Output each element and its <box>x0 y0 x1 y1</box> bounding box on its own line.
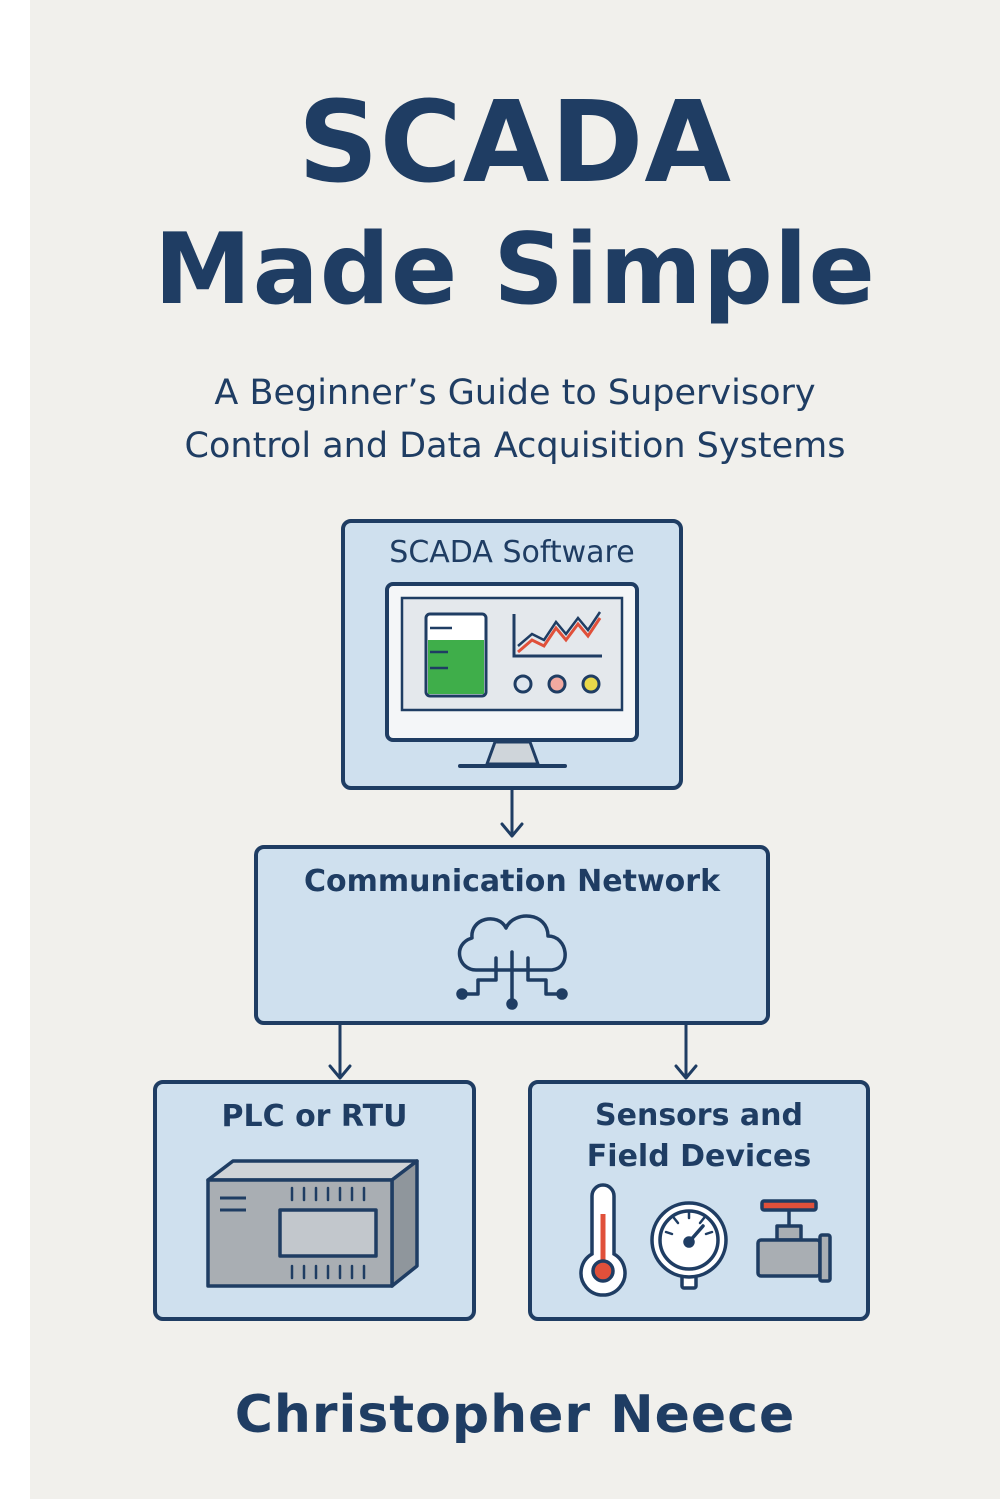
title-line-1: SCADA <box>297 78 733 208</box>
monitor-icon <box>385 582 639 768</box>
subtitle-line-1: A Beginner’s Guide to Supervisory <box>214 373 816 413</box>
author-name: Christopher Neece <box>234 1385 796 1445</box>
arrow-software-to-network <box>500 788 524 838</box>
page-edge <box>0 0 30 1499</box>
sensors-box-label-line-1: Sensors and <box>595 1098 803 1133</box>
subtitle-line-2: Control and Data Acquisition Systems <box>184 426 846 466</box>
plc-icon <box>206 1159 419 1288</box>
title-line-2: Made Simple <box>154 213 876 327</box>
software-box-label: SCADA Software <box>389 535 635 570</box>
plc-box-label: PLC or RTU <box>221 1099 408 1134</box>
network-box-label: Communication Network <box>303 864 721 899</box>
arrow-network-to-plc <box>328 1023 352 1080</box>
arrow-network-to-sensors <box>674 1023 698 1080</box>
thermometer-icon <box>579 1183 627 1297</box>
pressure-gauge-icon <box>650 1201 728 1290</box>
valve-icon <box>756 1199 832 1283</box>
sensors-box-label-line-2: Field Devices <box>586 1139 812 1174</box>
cloud-network-icon <box>456 914 568 1010</box>
